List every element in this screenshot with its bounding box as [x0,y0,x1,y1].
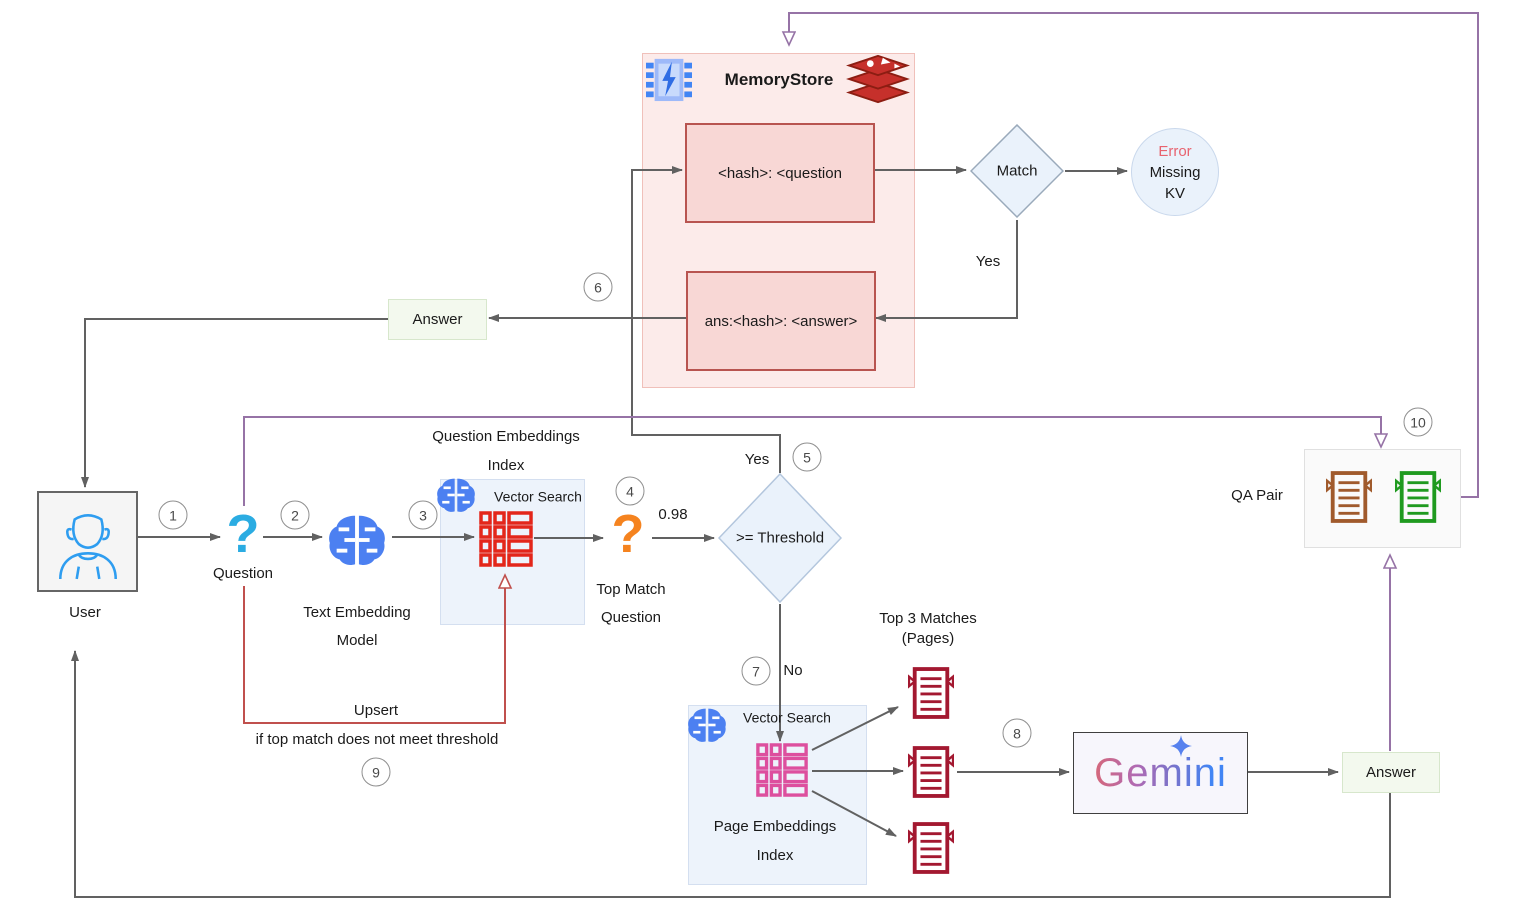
brain-circuit-icon [688,708,726,742]
page-index-label-line2: Index [756,847,794,864]
threshold-yes-label: Yes [744,451,770,468]
kv-answer-box: ans:<hash>: <answer> [686,271,876,371]
step-badge-4: 4 [615,476,645,506]
step-badge-3: 3 [408,500,438,530]
upsert-label: Upsert [353,702,399,719]
top3-matches-label-line2: (Pages) [901,630,955,647]
kv-question-box: <hash>: <question [685,123,875,223]
error-missing-label: Missing [1149,163,1201,181]
redis-stack-icon [846,54,910,104]
memorystore-title: MemoryStore [724,69,834,89]
page-index-label-line1: Page Embeddings [713,818,837,835]
question-mark-icon: ? [226,504,260,564]
step-badge-9: 9 [361,757,391,787]
user-node [37,491,138,592]
answer-left-label: Answer [412,311,463,328]
document-pages-icon [908,822,954,874]
step-badge-1: 1 [158,500,188,530]
upsert-condition-label: if top match does not meet threshold [255,731,499,748]
person-icon [58,513,117,579]
question-index-vector-search-label: Vector Search [494,488,582,505]
step-badge-5: 5 [792,442,822,472]
top-match-score: 0.98 [658,506,688,523]
answer-right-label: Answer [1365,764,1417,781]
error-missing-kv-node: Error Missing KV [1131,128,1219,216]
answer-right-box: Answer [1342,752,1440,793]
error-kv-label: KV [1164,184,1185,202]
step-badge-10: 10 [1403,407,1433,437]
document-pages-icon [1395,471,1441,523]
brain-circuit-icon [437,478,475,512]
answer-left-box: Answer [388,299,487,340]
question-index-title-line1: Question Embeddings [432,428,580,445]
step-badge-6: 6 [583,272,613,302]
error-label: Error [1158,142,1192,160]
sparkle-icon [1170,735,1192,757]
step-badge-8: 8 [1002,718,1032,748]
gemini-wordmark: Gemini [1094,750,1227,795]
memorystore-chip-icon [646,58,692,102]
kv-question-text: <hash>: <question [718,164,842,182]
step-badge-2: 2 [280,500,310,530]
top3-matches-label-line1: Top 3 Matches [879,610,977,627]
match-yes-label: Yes [975,253,1001,270]
kv-answer-text: ans:<hash>: <answer> [704,312,858,330]
embedding-model-label-line1: Text Embedding [303,604,411,621]
gemini-node: Gemini [1073,732,1248,814]
question-label: Question [212,565,274,582]
threshold-no-label: No [783,662,803,679]
diamond-shape [717,472,843,604]
top-match-label-line1: Top Match [596,581,666,598]
threshold-decision-diamond: >= Threshold [717,472,843,604]
top-match-question-mark-icon: ? [611,504,645,564]
grid-table-icon [756,743,808,797]
threshold-label: >= Threshold [735,529,825,547]
document-pages-icon [908,746,954,798]
document-pages-icon [1326,471,1372,523]
grid-table-icon [479,511,533,567]
brain-circuit-icon [329,515,385,565]
document-pages-icon [908,667,954,719]
step-badge-7: 7 [741,656,771,686]
question-index-title-line2: Index [487,457,525,474]
match-label: Match [996,162,1038,180]
user-label: User [69,604,101,621]
match-decision-diamond: Match [969,123,1065,219]
embedding-model-label-line2: Model [336,632,378,649]
page-index-vector-search-label: Vector Search [743,709,831,726]
qa-pair-label: QA Pair [1231,487,1283,504]
top-match-label-line2: Question [600,609,662,626]
